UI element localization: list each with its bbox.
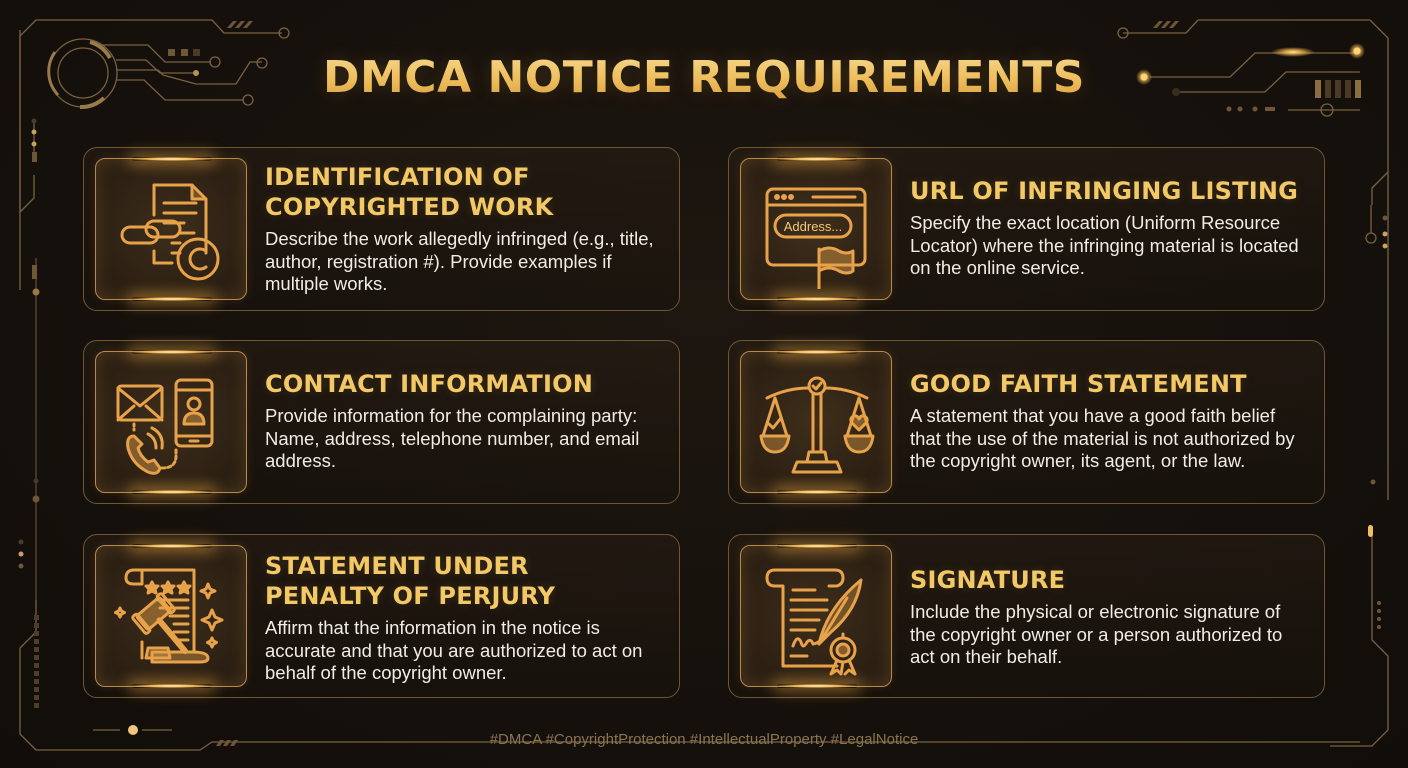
card-title: URL OF INFRINGING LISTING [910,176,1310,206]
requirement-card-identification: IDENTIFICATION OF COPYRIGHTED WORK Descr… [83,147,680,311]
hashtag-footer: #DMCA #CopyrightProtection #Intellectual… [489,731,919,748]
requirement-card-url: Address... URL OF INFRINGING LISTING Spe… [728,147,1325,311]
gavel-scroll-icon [114,568,224,664]
card-title-line: PENALTY OF PERJURY [265,582,556,610]
card-description: Specify the exact location (Uniform Reso… [910,212,1299,278]
card-title: IDENTIFICATION OF COPYRIGHTED WORK [265,162,665,222]
requirement-card-perjury: STATEMENT UNDER PENALTY OF PERJURY Affir… [83,534,680,698]
icon-frame [95,157,247,301]
card-title-line: STATEMENT UNDER [265,552,529,580]
browser-url-flag-icon: Address... [765,187,867,289]
icon-frame [95,350,247,494]
requirement-card-good-faith: GOOD FAITH STATEMENT A statement that yo… [728,340,1325,504]
card-title-line: GOOD FAITH STATEMENT [910,370,1247,398]
icon-frame: Address... [740,157,892,301]
card-description: Describe the work allegedly infringed (e… [265,228,654,294]
card-description: Affirm that the information in the notic… [265,617,643,683]
contact-envelope-phone-icon [116,378,214,475]
card-title-line: COPYRIGHTED WORK [265,193,554,221]
card-title: GOOD FAITH STATEMENT [910,369,1310,399]
card-title-line: URL OF INFRINGING LISTING [910,177,1299,205]
signature-quill-icon [765,568,863,676]
card-title-line: IDENTIFICATION OF [265,163,530,191]
page-title: DMCA NOTICE REQUIREMENTS [0,52,1408,103]
icon-frame [740,350,892,494]
scales-of-justice-icon [759,376,875,474]
card-title: CONTACT INFORMATION [265,369,665,399]
requirement-card-signature: SIGNATURE Include the physical or electr… [728,534,1325,698]
card-title-line: SIGNATURE [910,566,1066,594]
card-title: STATEMENT UNDER PENALTY OF PERJURY [265,551,665,611]
copyright-document-icon [120,183,220,281]
icon-frame [740,544,892,688]
card-description: Include the physical or electronic signa… [910,601,1283,667]
svg-text:Address...: Address... [784,219,843,234]
requirement-card-contact: CONTACT INFORMATION Provide information … [83,340,680,504]
card-title: SIGNATURE [910,565,1310,595]
card-title-line: CONTACT INFORMATION [265,370,593,398]
card-description: A statement that you have a good faith b… [910,405,1295,471]
icon-frame [95,544,247,688]
card-description: Provide information for the complaining … [265,405,640,471]
